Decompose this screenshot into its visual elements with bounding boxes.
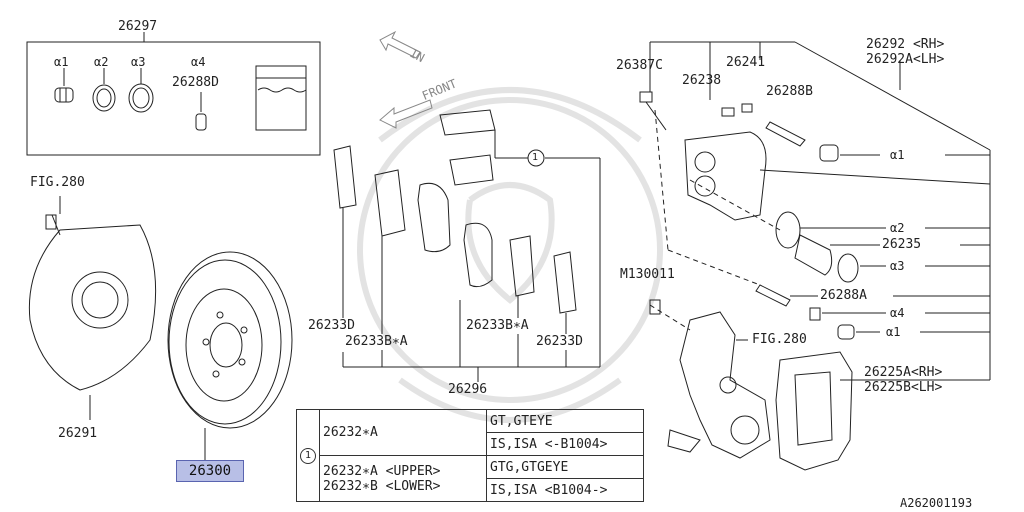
label-a1-top: α1: [54, 55, 69, 69]
label-pad-group: 26296: [448, 382, 488, 397]
label-a3-top: α3: [131, 55, 146, 69]
label-r-a3: α3: [890, 259, 905, 273]
brake-pads: [333, 109, 577, 314]
watermark-emblem: [357, 87, 663, 423]
table-row2-part: 26232∗A <UPPER> 26232∗B <LOWER>: [319, 455, 487, 502]
caliper-leader-frame: [649, 41, 991, 381]
label-caliper-rh: 26292 <RH>: [866, 37, 945, 52]
label-boot-26238: 26238: [682, 73, 722, 88]
table-row2-b: IS,ISA <B1004->: [486, 478, 644, 502]
highlighted-part-rotor[interactable]: 26300: [176, 460, 244, 482]
table-row2-part-lower: 26232∗B <LOWER>: [323, 478, 441, 494]
label-r-a1b: α1: [886, 325, 901, 339]
caliper-support: [775, 351, 860, 471]
label-pin-26288d: 26288D: [172, 75, 219, 90]
label-guide-pin-a: 26288A: [820, 288, 867, 303]
label-a2-top: α2: [94, 55, 109, 69]
label-bolt: M130011: [620, 267, 675, 282]
label-support-rh: 26225A<RH>: [864, 365, 943, 380]
caliper-construction-lines: [649, 109, 781, 331]
table-row2-part-upper: 26232∗A <UPPER>: [323, 463, 441, 479]
label-pad-d-left: 26233D: [308, 318, 355, 333]
label-pad-d-right: 26233D: [536, 334, 583, 349]
steering-knuckle: [649, 299, 771, 459]
seal-kit-box: [26, 41, 321, 156]
label-caliper-lh: 26292A<LH>: [866, 52, 945, 67]
caliper: [639, 91, 859, 340]
label-r-a4: α4: [890, 306, 905, 320]
seal-kit-items: [54, 65, 307, 131]
dust-shield: [28, 196, 157, 420]
table-row1-part: 26232∗A: [319, 409, 487, 456]
table-row2-a: GTG,GTGEYE: [486, 455, 644, 479]
pad-leaders: [342, 130, 601, 382]
direction-arrows: [379, 30, 433, 129]
label-dust-shield: 26291: [58, 426, 98, 441]
label-pad-b-left: 26233B∗A: [345, 334, 408, 349]
label-guide-pin-b: 26288B: [766, 84, 813, 99]
label-screw-26241: 26241: [726, 55, 766, 70]
label-r-a2: α2: [890, 221, 905, 235]
label-support-lh: 26225B<LH>: [864, 380, 943, 395]
label-bleeder: 26387C: [616, 58, 663, 73]
label-pad-b-right: 26233B∗A: [466, 318, 529, 333]
label-seal-kit: 26297: [118, 19, 158, 34]
table-ref-cell: 1: [296, 409, 320, 502]
ref-circle-icon: 1: [300, 448, 316, 464]
label-fig280-right: FIG.280: [752, 332, 807, 347]
table-row1-b: IS,ISA <-B1004>: [486, 432, 644, 456]
label-piston: 26235: [882, 237, 922, 252]
brake-rotor: [167, 251, 293, 460]
figure-code: A262001193: [900, 496, 973, 510]
label-a4-top: α4: [191, 55, 206, 69]
ref-circle-icon: [527, 149, 545, 167]
label-r-a1: α1: [890, 148, 905, 162]
label-ref-1: 1: [532, 152, 539, 163]
label-fig280-left: FIG.280: [30, 175, 85, 190]
applicability-table: 1 26232∗A GT,GTEYE IS,ISA <-B1004> 26232…: [296, 409, 644, 502]
table-row1-a: GT,GTEYE: [486, 409, 644, 433]
